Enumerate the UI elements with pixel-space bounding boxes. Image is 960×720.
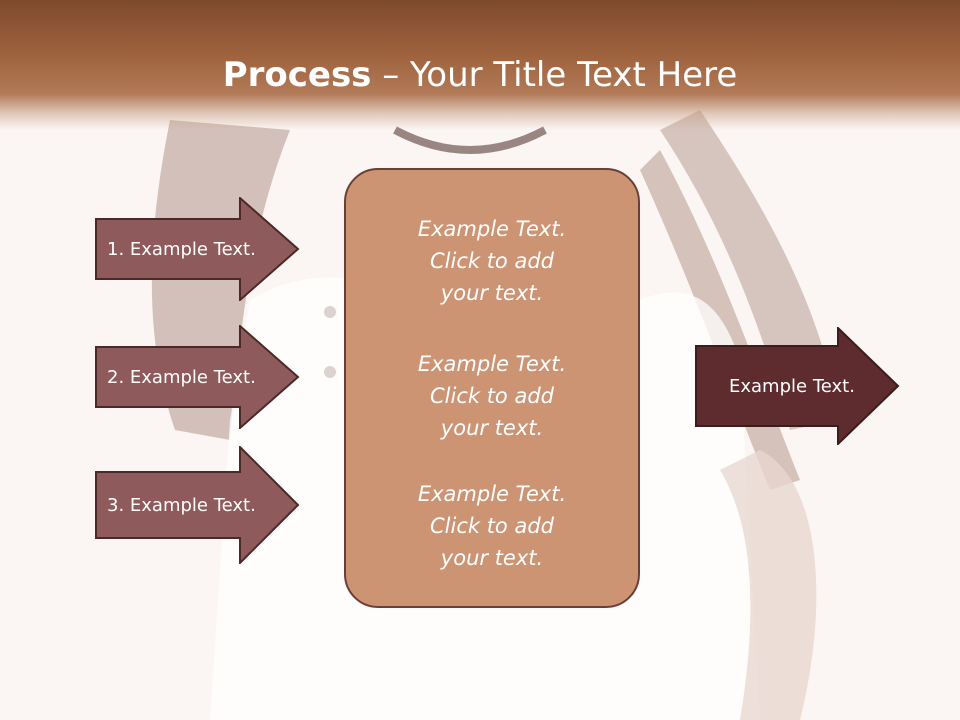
center-block-3: Example Text. Click to add your text. (344, 478, 640, 574)
center-block-2-line2: Click to add (429, 384, 554, 408)
step-label-1: 1. Example Text. (107, 238, 256, 260)
center-block-2-line3: your text. (440, 416, 544, 440)
center-block-2-line1: Example Text. (417, 352, 567, 376)
center-block-2: Example Text. Click to add your text. (344, 348, 640, 444)
center-block-1: Example Text. Click to add your text. (344, 213, 640, 309)
step-label-2: 2. Example Text. (107, 366, 256, 388)
title-bar (0, 0, 960, 130)
center-block-1-line1: Example Text. (417, 217, 567, 241)
step-label-3: 3. Example Text. (107, 494, 256, 516)
title-rest: – Your Title Text Here (371, 55, 738, 95)
center-block-1-line2: Click to add (429, 249, 554, 273)
title-strong: Process (222, 55, 372, 95)
center-block-3-line2: Click to add (429, 514, 554, 538)
output-arrow: Example Text. (695, 327, 900, 445)
center-box (344, 168, 640, 608)
step-arrow-1: 1. Example Text. (95, 197, 300, 301)
center-block-1-line3: your text. (440, 281, 544, 305)
step-arrow-3: 3. Example Text. (95, 446, 300, 564)
center-block-3-line1: Example Text. (417, 482, 567, 506)
center-block-3-line3: your text. (440, 546, 544, 570)
output-label: Example Text. (729, 375, 855, 397)
slide-title: Process – Your Title Text Here (0, 50, 960, 100)
step-arrow-2: 2. Example Text. (95, 325, 300, 429)
